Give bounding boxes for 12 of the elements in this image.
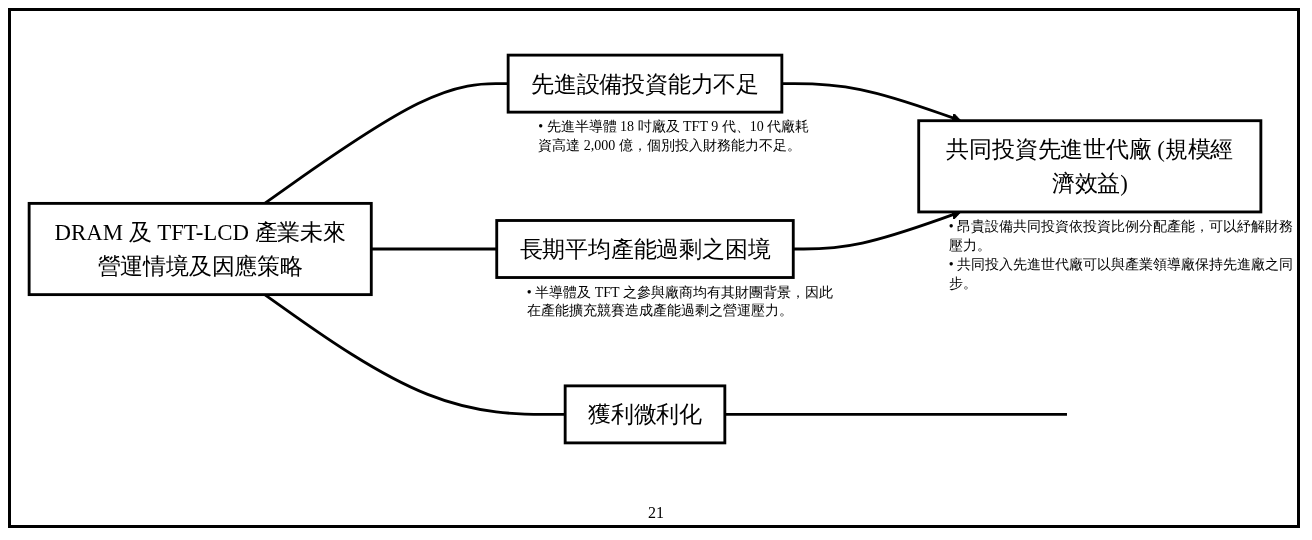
node-box — [495, 219, 795, 279]
node-box — [917, 119, 1263, 214]
connector — [371, 247, 497, 251]
bullet-note: • 昂貴設備共同投資依投資比例分配產能，可以紓解財務壓力。 — [948, 217, 1295, 255]
node-box — [506, 53, 784, 114]
node-box — [563, 384, 727, 445]
bullet-note: • 共同投入先進世代廠可以與產業領導廠保持先進廠之同步。 — [948, 255, 1295, 293]
node-box — [27, 201, 373, 297]
connector — [724, 412, 1067, 416]
bullet-note: • 先進半導體 18 吋廠及 TFT 9 代、10 代廠耗資高達 2,000 億，個別投入財務能力不足。 — [538, 118, 811, 155]
bullet-note: • 半導體及 TFT 之參與廠商均有其財團背景，因此在產能擴充競賽造成產能過剩之營運壓力。 — [526, 283, 834, 321]
page-number: 21 — [648, 504, 664, 521]
